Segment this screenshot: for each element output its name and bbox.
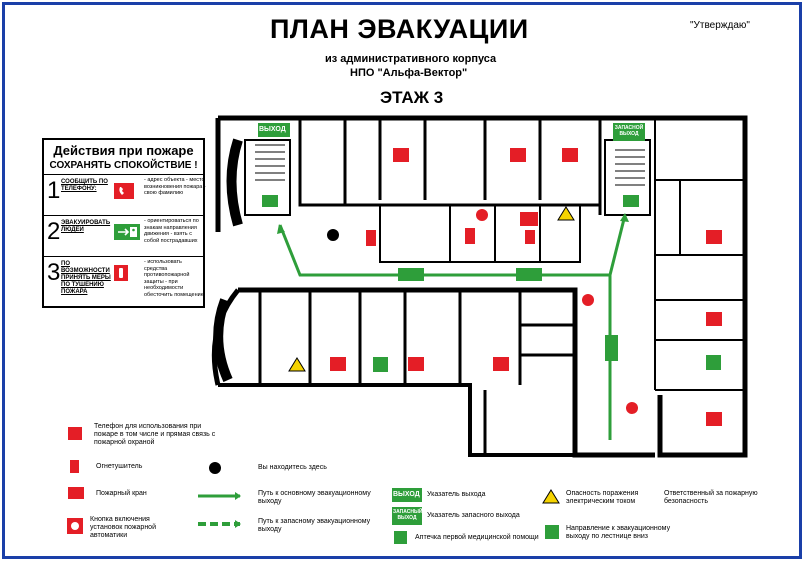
fire-actions-panel: Действия при пожаре СОХРАНЯТЬ СПОКОЙСТВИ…	[42, 138, 206, 308]
spare-exit-sign-text: ЗАПАСНОЙ ВЫХОД	[614, 125, 644, 137]
first-aid-marker	[706, 355, 721, 370]
legend-exit-sign: Указатель выхода	[427, 491, 486, 498]
evacuation-direction-sign	[605, 335, 618, 361]
stairs-down-sign	[623, 195, 639, 207]
legend-responsible: Ответственный за пожарную безопасность	[664, 490, 758, 505]
action-number: 1	[47, 177, 61, 204]
legend-spare-route: Путь к запасному эвакуационному выходу	[258, 518, 371, 533]
action-notes: - использовать средства противопожарной …	[144, 259, 204, 298]
legend-spare-exit-sign-text: ЗАПАСНЫЙ ВЫХОД	[393, 509, 423, 521]
legend-exit-sign-text: ВЫХОД	[393, 491, 420, 498]
extinguisher-markers	[366, 212, 538, 246]
spare-exit-sign	[613, 123, 645, 141]
alarm-button-markers	[476, 209, 638, 414]
legend-symbols	[67, 427, 560, 544]
fire-actions-subtitle: СОХРАНЯТЬ СПОКОЙСТВИЕ !	[44, 160, 203, 175]
legend-stairs: Направление к эвакуационному выходу по л…	[566, 525, 671, 540]
evacuation-direction-sign	[398, 268, 424, 281]
evacuation-sign-icon	[114, 224, 140, 245]
exit-sign-text: ВЫХОД	[259, 126, 286, 133]
electric-hazard-marker	[557, 206, 575, 221]
evacuation-direction-sign	[516, 268, 542, 281]
stair-treads	[255, 144, 645, 186]
action-notes: - адрес объекта - место возникновения по…	[144, 177, 206, 196]
legend-extinguisher: Огнетушитель	[96, 463, 143, 470]
action-number: 3	[47, 259, 61, 286]
fire-action-row: 2 ЭВАКУИРОВАТЬ ЛЮДЕЙ - ориентироваться п…	[44, 216, 203, 257]
route-arrow	[620, 213, 629, 222]
action-notes: - ориентироваться по знакам направления …	[144, 218, 199, 244]
action-label: ПО ВОЗМОЖНОСТИ ПРИНЯТЬ МЕРЫ ПО ТУШЕНИЮ П…	[61, 261, 111, 295]
exit-sign	[258, 123, 290, 137]
legend-alarm-button: Кнопка включения установок пожарной авто…	[90, 516, 156, 539]
approve-label: "Утверждаю"	[690, 20, 750, 31]
fire-action-row: 1 СООБЩИТЬ ПО ТЕЛЕФОНУ: - адрес объекта …	[44, 175, 206, 216]
action-label: СООБЩИТЬ ПО ТЕЛЕФОНУ:	[61, 179, 108, 192]
electric-hazard-marker	[288, 357, 306, 372]
subtitle-organization: НПО "Альфа-Вектор"	[350, 67, 468, 79]
extinguisher-icon	[114, 265, 128, 286]
page-title: ПЛАН ЭВАКУАЦИИ	[270, 14, 529, 44]
stairs-down-sign	[262, 195, 278, 207]
subtitle-building: из административного корпуса	[325, 53, 497, 65]
building-walls	[211, 115, 748, 458]
legend-main-route: Путь к основному эвакуационному выходу	[258, 490, 371, 505]
action-number: 2	[47, 218, 61, 245]
fire-actions-title: Действия при пожаре	[53, 143, 194, 158]
legend-hydrant: Пожарный кран	[96, 490, 147, 497]
main-evacuation-route	[278, 214, 627, 277]
route-arrow	[277, 224, 285, 234]
phone-markers	[330, 148, 722, 426]
legend-phone: Телефон для использования при пожаре в т…	[94, 423, 216, 446]
you-are-here-marker	[327, 229, 339, 241]
legend-electric: Опасность поражения электрическим током	[566, 490, 639, 505]
action-label: ЭВАКУИРОВАТЬ ЛЮДЕЙ	[61, 220, 111, 233]
legend-spare-exit-sign: Указатель запасного выхода	[427, 512, 520, 519]
legend-you-are-here: Вы находитесь здесь	[258, 464, 327, 471]
fire-action-row: 3 ПО ВОЗМОЖНОСТИ ПРИНЯТЬ МЕРЫ ПО ТУШЕНИЮ…	[44, 257, 204, 298]
floor-label: ЭТАЖ 3	[380, 88, 444, 107]
phone-icon	[114, 183, 134, 204]
legend-first-aid: Аптечка первой медицинской помощи	[415, 534, 539, 541]
first-aid-marker	[373, 357, 388, 372]
